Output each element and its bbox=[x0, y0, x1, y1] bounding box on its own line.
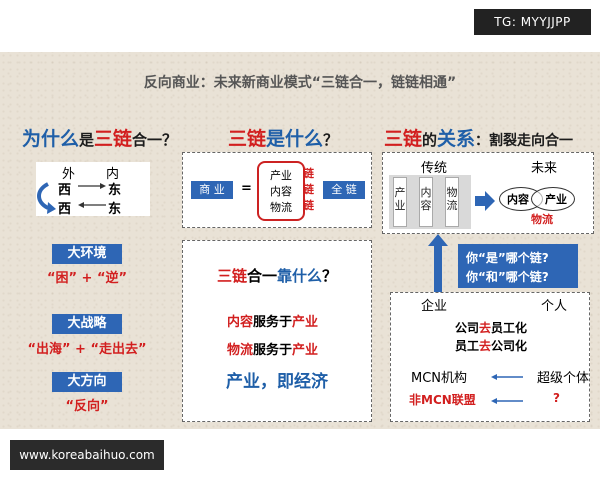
left-heading-part: 三链 bbox=[94, 128, 133, 150]
right-heading-part: ：割裂走向合一 bbox=[475, 133, 574, 149]
xi-label: 西 bbox=[58, 183, 72, 198]
merge-heading-part: 三链 bbox=[217, 267, 248, 285]
company-de-employee: 公司去员工化 bbox=[455, 319, 527, 336]
item-pill-environment: 大环境 bbox=[52, 244, 122, 264]
enterprise-label: 企业 bbox=[421, 299, 448, 314]
item-pill-strategy: 大战略 bbox=[52, 314, 122, 334]
right-heading-part: 三链 bbox=[384, 128, 423, 150]
left-heading-part: 为什么 bbox=[22, 128, 80, 150]
bar-logistics: 物流 bbox=[445, 177, 459, 227]
item-sub-environment: “困” + “逆” bbox=[46, 271, 128, 286]
ellipse-logistics-label: 物流 bbox=[531, 213, 553, 226]
left-heading-part: 是 bbox=[79, 131, 95, 149]
right-heading-part: 的 bbox=[422, 131, 438, 149]
phrase-part: 员工 bbox=[455, 339, 480, 353]
chain-char: 链 bbox=[303, 183, 314, 196]
traditional-label: 传统 bbox=[421, 161, 448, 176]
industry-is-economy: 产业，即经济 bbox=[226, 372, 328, 392]
left-arrows-icon bbox=[491, 374, 523, 404]
slide-title: 反向商业：未来新商业模式“三链合一，链链相通” bbox=[143, 75, 457, 91]
full-chain-pill: 全 链 bbox=[323, 181, 365, 199]
dong-label: 东 bbox=[108, 202, 122, 217]
middle-heading-part: ？ bbox=[323, 131, 339, 149]
three-chain-definition-box: 商 业 = 产业 内容 物流 链 链 链 全 链 bbox=[182, 152, 372, 228]
merge-heading-part: 合一 bbox=[247, 267, 278, 285]
line-part: 内容 bbox=[227, 315, 254, 330]
question-mark: ? bbox=[553, 391, 560, 405]
which-chain-q2: 你“和”哪个链? bbox=[466, 270, 549, 284]
chain-stack-box: 产业 内容 物流 bbox=[257, 161, 305, 221]
ellipse-industry-label: 产业 bbox=[545, 193, 567, 206]
line-part: 物流 bbox=[227, 343, 254, 358]
employee-de-company: 员工去公司化 bbox=[455, 337, 527, 354]
corner-badge: TG: MYYJJPP bbox=[474, 9, 591, 35]
mcn-label: MCN机构 bbox=[411, 371, 468, 386]
stack-industry: 产业 bbox=[270, 169, 292, 182]
stack-content: 内容 bbox=[270, 185, 292, 198]
ew-arrows-icon bbox=[37, 182, 106, 214]
middle-heading: 三链是什么？ bbox=[228, 124, 338, 151]
non-mcn-alliance: 非MCN联盟 bbox=[409, 393, 476, 407]
middle-heading-part: 三链 bbox=[228, 128, 267, 150]
left-heading-part: 合一？ bbox=[132, 131, 178, 149]
merge-heading: 三链合一靠什么？ bbox=[217, 265, 337, 286]
phrase-part: 员工化 bbox=[491, 321, 528, 335]
slide: 反向商业：未来新商业模式“三链合一，链链相通” 为什么是三链合一？ 外 内 西 … bbox=[0, 52, 600, 429]
industry-ellipse bbox=[531, 187, 575, 211]
merge-heading-part: ？ bbox=[322, 267, 338, 285]
item-sub-strategy: “出海” + “走出去” bbox=[27, 342, 147, 357]
equals-sign: = bbox=[241, 181, 252, 196]
ellipse-content-label: 内容 bbox=[507, 193, 529, 206]
right-heading-part: 关系 bbox=[437, 128, 476, 150]
phrase-part: 去 bbox=[479, 321, 492, 335]
phrase-part: 公司化 bbox=[491, 339, 528, 353]
left-heading: 为什么是三链合一？ bbox=[22, 124, 177, 151]
item-sub-direction: “反向” bbox=[65, 399, 109, 414]
line-part: 服务于 bbox=[253, 315, 293, 330]
logistics-serves-line: 物流服务于产业 bbox=[227, 339, 318, 358]
phrase-part: 公司 bbox=[455, 321, 480, 335]
chain-char: 链 bbox=[303, 199, 314, 212]
chain-char: 链 bbox=[303, 167, 314, 180]
dong-label: 东 bbox=[108, 183, 122, 198]
content-serves-line: 内容服务于产业 bbox=[227, 311, 318, 330]
stack-logistics: 物流 bbox=[270, 201, 292, 214]
line-part: 产业 bbox=[292, 343, 319, 358]
east-west-box: 外 内 西 东 西 东 bbox=[36, 162, 150, 217]
bar-industry: 产业 bbox=[393, 177, 407, 227]
up-down-arrow-icon bbox=[428, 234, 448, 304]
which-chain-q1: 你“是”哪个链? bbox=[466, 251, 549, 265]
right-heading: 三链的关系：割裂走向合一 bbox=[384, 124, 573, 151]
nei-label: 内 bbox=[106, 167, 120, 182]
relation-box: 传统 未来 产业 内容 物流 内容 产业 物流 bbox=[382, 152, 594, 234]
right-arrow-icon bbox=[475, 191, 495, 211]
wai-label: 外 bbox=[62, 167, 76, 182]
merge-relies-box: 三链合一靠什么？ 内容服务于产业 物流服务于产业 产业，即经济 bbox=[182, 240, 372, 422]
line-part: 服务于 bbox=[253, 343, 293, 358]
phrase-part: 去 bbox=[479, 339, 492, 353]
middle-heading-part: 是什么 bbox=[266, 128, 324, 150]
bar-content: 内容 bbox=[419, 177, 433, 227]
merge-heading-part: 靠什么 bbox=[277, 267, 323, 285]
enterprise-individual-box: 企业 个人 公司去员工化 员工去公司化 MCN机构 超级个体 非MCN联盟 ? bbox=[390, 292, 590, 422]
which-chain-box: 你“是”哪个链? 你“和”哪个链? bbox=[458, 244, 578, 288]
site-badge: www.koreabaihuo.com bbox=[10, 440, 164, 470]
xi-label: 西 bbox=[58, 202, 72, 217]
super-individual-label: 超级个体 bbox=[537, 371, 590, 386]
individual-label: 个人 bbox=[541, 299, 568, 314]
future-label: 未来 bbox=[531, 161, 558, 176]
item-pill-direction: 大方向 bbox=[52, 372, 122, 392]
line-part: 产业 bbox=[292, 315, 319, 330]
business-pill: 商 业 bbox=[191, 181, 233, 199]
